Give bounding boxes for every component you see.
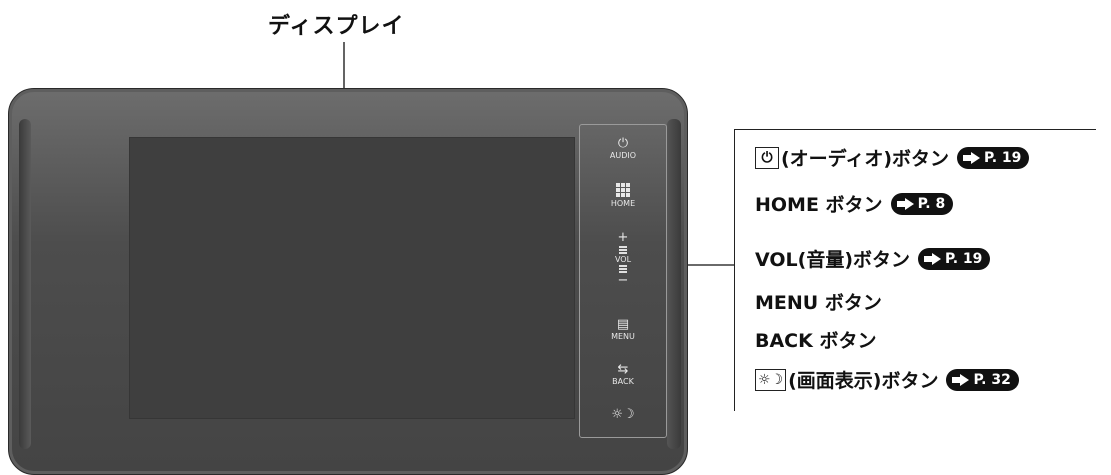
menu-icon: ▤ bbox=[616, 317, 630, 332]
volume-button[interactable]: + VOL − bbox=[580, 231, 666, 288]
arrow-icon bbox=[952, 373, 970, 386]
power-icon: ⏻ bbox=[617, 136, 629, 151]
arrow-icon bbox=[963, 151, 981, 164]
volume-bars-icon bbox=[619, 246, 627, 254]
arrow-icon bbox=[924, 252, 941, 265]
display-label: ディスプレイ bbox=[268, 14, 405, 39]
button-legend: ⏻ (オーディオ)ボタン P. 19 HOME ボタン P. 8 VOL(音量)… bbox=[734, 129, 1096, 411]
page-reference[interactable]: P. 8 bbox=[890, 192, 954, 215]
vol-label: VOL bbox=[614, 255, 632, 264]
legend-item-home: HOME ボタン P. 8 bbox=[755, 190, 954, 217]
legend-item-menu: MENU ボタン bbox=[755, 292, 882, 314]
volume-plus[interactable]: + bbox=[617, 230, 629, 245]
legend-item-back: BACK ボタン bbox=[755, 330, 877, 352]
back-label: BACK bbox=[612, 377, 634, 386]
power-icon: ⏻ bbox=[755, 146, 779, 169]
home-button[interactable]: HOME bbox=[580, 183, 666, 208]
sun-moon-icon: ☼☽ bbox=[611, 407, 635, 422]
menu-label: MENU bbox=[611, 332, 635, 341]
screen-display-button[interactable]: ☼☽ bbox=[580, 408, 666, 422]
sun-moon-icon: ☼☽ bbox=[755, 368, 787, 391]
left-edge bbox=[19, 119, 31, 449]
display-screen[interactable] bbox=[129, 137, 575, 419]
page-reference[interactable]: P. 19 bbox=[957, 146, 1030, 169]
head-unit: ⏻ AUDIO HOME + VOL − ▤ MENU ⇆ BACK bbox=[8, 88, 688, 475]
menu-button[interactable]: ▤ MENU bbox=[580, 317, 666, 342]
legend-item-screen: ☼☽ (画面表示)ボタン P. 32 bbox=[755, 366, 1019, 393]
legend-item-vol: VOL(音量)ボタン P. 19 bbox=[755, 245, 991, 272]
audio-label: AUDIO bbox=[609, 151, 637, 160]
back-button[interactable]: ⇆ BACK bbox=[580, 362, 666, 387]
page-reference[interactable]: P. 19 bbox=[918, 247, 991, 270]
right-edge bbox=[667, 119, 681, 449]
volume-minus[interactable]: − bbox=[617, 273, 629, 288]
home-label: HOME bbox=[610, 199, 636, 208]
back-arrow-icon: ⇆ bbox=[617, 362, 629, 377]
legend-item-audio: ⏻ (オーディオ)ボタン P. 19 bbox=[755, 144, 1030, 171]
arrow-icon bbox=[896, 197, 914, 210]
audio-button[interactable]: ⏻ AUDIO bbox=[580, 136, 666, 161]
button-panel: ⏻ AUDIO HOME + VOL − ▤ MENU ⇆ BACK bbox=[579, 124, 667, 438]
grid-icon bbox=[616, 183, 630, 197]
page-reference[interactable]: P. 32 bbox=[946, 368, 1019, 391]
